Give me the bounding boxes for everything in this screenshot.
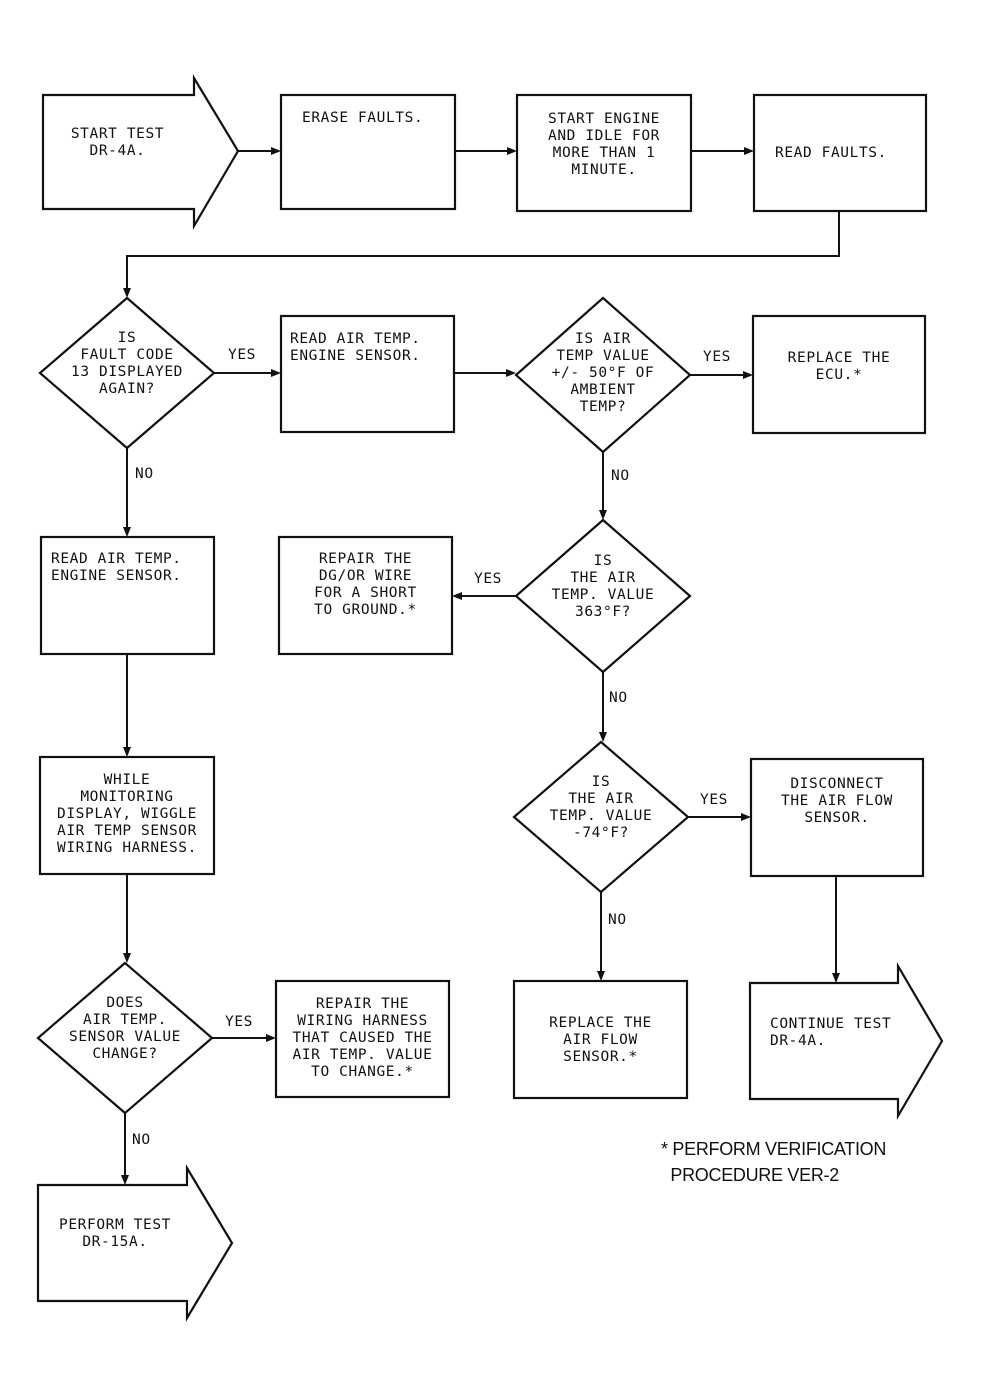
replace-airflow-label: REPLACE THE AIR FLOW SENSOR.*: [549, 1015, 652, 1065]
edge-label-no-2: NO: [611, 468, 630, 484]
repair-short-label: REPAIR THE DG/OR WIRE FOR A SHORT TO GRO…: [314, 551, 417, 618]
perform-test-label: PERFORM TEST DR-15A.: [59, 1217, 171, 1250]
repair-harness-box: [274, 979, 451, 1099]
edge-label-no-3: NO: [609, 690, 628, 706]
edge-label-no-1: NO: [135, 466, 154, 482]
edge-label-no-5: NO: [132, 1132, 151, 1148]
edge-label-no-4: NO: [608, 912, 627, 928]
read-air-temp-box-2: [39, 535, 216, 656]
does-change-label: DOES AIR TEMP. SENSOR VALUE CHANGE?: [69, 995, 181, 1062]
disconnect-box: [749, 757, 925, 878]
footnote-verification: * PERFORM VERIFICATION PROCEDURE VER-2: [661, 1139, 887, 1185]
start-engine-box: [515, 93, 693, 213]
edge-label-yes-5: YES: [225, 1014, 253, 1030]
edge-label-yes-2: YES: [703, 349, 731, 365]
repair-short-box: [277, 535, 454, 656]
ambient-label: IS AIR TEMP VALUE +/- 50°F OF AMBIENT TE…: [551, 331, 655, 415]
erase-faults-label: ERASE FAULTS.: [302, 110, 424, 126]
start-test-arrow-shape: [41, 74, 240, 231]
start-engine-label: START ENGINE AND IDLE FOR MORE THAN 1 MI…: [548, 111, 660, 178]
fault-13-label: IS FAULT CODE 13 DISPLAYED AGAIN?: [71, 330, 183, 397]
read-air-temp-label-1: READ AIR TEMP. ENGINE SENSOR.: [290, 331, 421, 364]
read-faults-box: [752, 93, 928, 213]
replace-ecu-label: REPLACE THE ECU.*: [787, 350, 891, 383]
disconnect-label: DISCONNECT THE AIR FLOW SENSOR.: [781, 776, 893, 826]
start-test-label: START TEST DR-4A.: [70, 126, 165, 159]
continue-test-label: CONTINUE TEST DR-4A.: [770, 1016, 892, 1049]
replace-ecu-box: [751, 314, 927, 435]
perform-test-arrow-shape: [36, 1164, 234, 1322]
connectors: [121, 147, 840, 1185]
edge-label-yes-1: YES: [228, 347, 256, 363]
wiggle-label: WHILE MONITORING DISPLAY, WIGGLE AIR TEM…: [57, 772, 197, 856]
temp-minus-74-label: IS THE AIR TEMP. VALUE -74°F?: [549, 774, 653, 841]
read-faults-label: READ FAULTS.: [775, 145, 887, 161]
temp-363-label: IS THE AIR TEMP. VALUE 363°F?: [551, 553, 655, 620]
replace-airflow-box: [512, 979, 689, 1100]
edge-label-yes-3: YES: [474, 571, 502, 587]
read-air-temp-label-2: READ AIR TEMP. ENGINE SENSOR.: [51, 551, 182, 584]
repair-harness-label: REPAIR THE WIRING HARNESS THAT CAUSED TH…: [292, 996, 433, 1080]
edge-label-yes-4: YES: [700, 792, 728, 808]
continue-test-arrow-shape: [748, 961, 944, 1121]
erase-faults-box: [279, 93, 457, 211]
